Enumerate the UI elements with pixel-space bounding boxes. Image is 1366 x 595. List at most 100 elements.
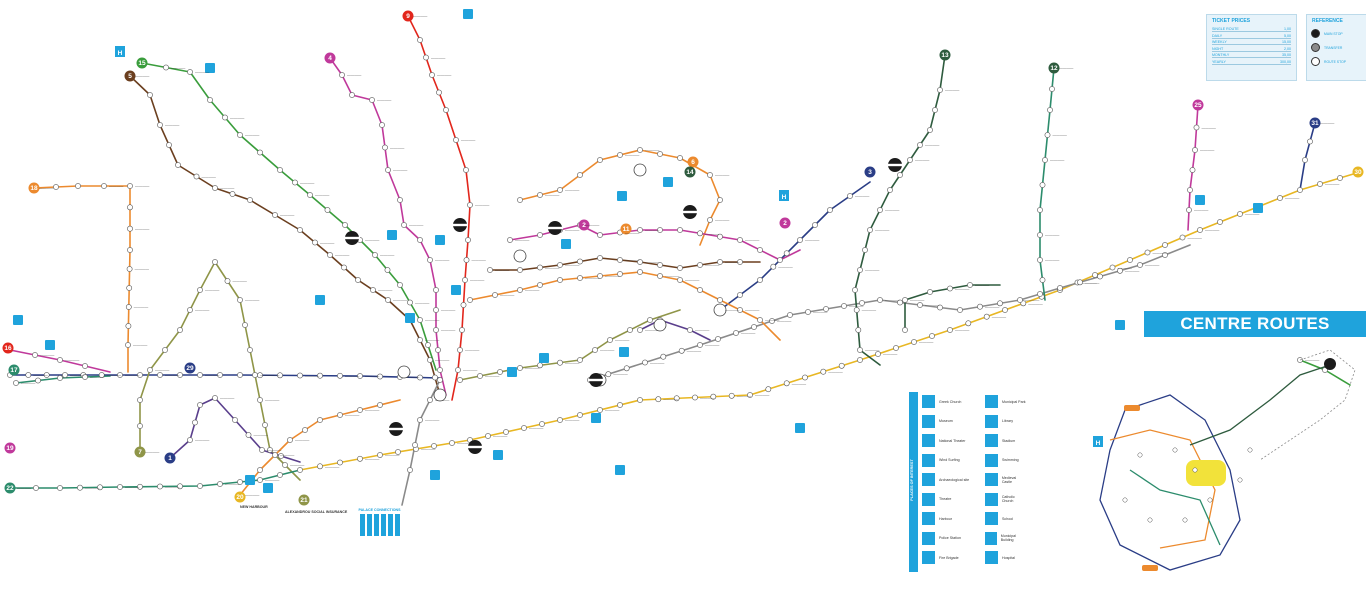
stop-label: ———— <box>910 299 925 303</box>
route-stop <box>242 322 248 328</box>
route-stop <box>1186 207 1192 213</box>
route-stop <box>257 397 263 403</box>
route-stop <box>847 193 853 199</box>
route-stop <box>423 54 429 61</box>
theater-icon <box>922 434 935 447</box>
stop-label: ———— <box>409 224 424 228</box>
route-stop <box>1049 86 1055 92</box>
route-stop <box>897 172 903 178</box>
route-line <box>854 54 946 366</box>
stop-label: ———— <box>135 75 150 79</box>
poi-icon <box>615 465 625 475</box>
route-stop <box>927 127 933 133</box>
route-stop <box>370 287 376 293</box>
route-stop <box>357 373 363 379</box>
route-stop <box>1037 291 1043 297</box>
stop-label: ———— <box>565 419 580 423</box>
stop-label: ———— <box>245 134 260 138</box>
legend-item: Police Station <box>922 531 961 545</box>
route-stop <box>137 372 143 378</box>
poi-icon <box>539 353 549 363</box>
price-label: NIGHT <box>1212 46 1224 51</box>
route-stop <box>1297 187 1303 193</box>
stop-label: ———— <box>992 315 1007 319</box>
route-stop <box>467 297 473 303</box>
ruins-icon <box>922 473 935 486</box>
stop-label: ———— <box>125 374 140 378</box>
route-stop <box>82 374 88 380</box>
route-stop <box>163 64 169 71</box>
stop-label: ———— <box>650 361 665 365</box>
stop-label: ———— <box>645 329 660 333</box>
route-stop <box>449 440 455 446</box>
route-stop <box>460 302 467 308</box>
route-stop <box>557 187 563 193</box>
legend-label: Greek Church <box>939 399 962 404</box>
stop-label: ———— <box>135 185 150 189</box>
route-line <box>459 309 681 381</box>
route-badge <box>402 10 414 22</box>
route-stop <box>1042 157 1048 163</box>
stop-label: ———— <box>565 229 580 233</box>
stop-label: ———— <box>245 299 260 303</box>
route-stop <box>929 333 935 339</box>
route-stop <box>197 287 203 293</box>
stop-label: ———— <box>687 349 702 353</box>
stop-label: ———— <box>1245 213 1260 217</box>
route-badge-number: 25 <box>1194 102 1202 109</box>
route-stop <box>733 330 739 336</box>
stop-label: ———— <box>230 116 245 120</box>
stop-label: ———— <box>828 370 843 374</box>
route-stop <box>257 477 263 483</box>
stop-label: ———— <box>33 374 48 378</box>
route-stop <box>577 258 583 265</box>
stop-label: ———— <box>700 396 715 400</box>
legend-item: National Theater <box>922 434 966 447</box>
route-stop <box>77 484 83 491</box>
route-stop <box>417 337 423 343</box>
route-stop <box>557 417 563 423</box>
route-stop <box>312 239 318 246</box>
hospital-icon <box>1093 436 1103 447</box>
route-badge-number: 22 <box>6 485 14 492</box>
route-stop <box>1182 517 1188 523</box>
stop-label: ———— <box>393 299 408 303</box>
stop-label: ———— <box>425 419 440 423</box>
route-stop <box>457 377 463 383</box>
route-stop <box>812 222 818 228</box>
route-stop <box>597 232 603 238</box>
stop-label: ———— <box>1145 264 1160 268</box>
palace-connections: PALACE CONNECTIONS <box>357 508 402 548</box>
stop-label: ———— <box>413 15 428 19</box>
route-stop <box>272 452 278 458</box>
route-stop <box>192 419 198 426</box>
route-badge <box>620 223 632 235</box>
route-stop <box>437 377 443 383</box>
route-stop <box>657 227 663 233</box>
route-stop <box>252 372 258 378</box>
stop-label: ———— <box>695 329 710 333</box>
route-stop <box>462 277 468 283</box>
poi-icon <box>795 423 805 433</box>
route-stop <box>98 372 105 378</box>
poi-icon <box>561 239 571 249</box>
route-badge <box>687 156 699 168</box>
route-stop <box>517 287 523 293</box>
route-stop <box>737 292 743 298</box>
route-stop <box>307 192 313 198</box>
route-stop <box>217 372 223 378</box>
route-stop <box>427 397 433 403</box>
price-label: YEARLY <box>1212 59 1226 64</box>
route-stop <box>637 327 643 333</box>
stop-label: ———— <box>435 259 450 263</box>
ship-icon <box>922 512 935 525</box>
route-stop <box>247 347 253 353</box>
stop-label: ———— <box>875 229 890 233</box>
reference-symbol <box>1311 43 1320 52</box>
interchange-stop <box>433 388 447 402</box>
stop-label: ———— <box>985 305 1000 309</box>
route-stop <box>747 392 753 398</box>
stop-label: ———— <box>365 239 380 243</box>
stop-label: ———— <box>472 259 487 263</box>
